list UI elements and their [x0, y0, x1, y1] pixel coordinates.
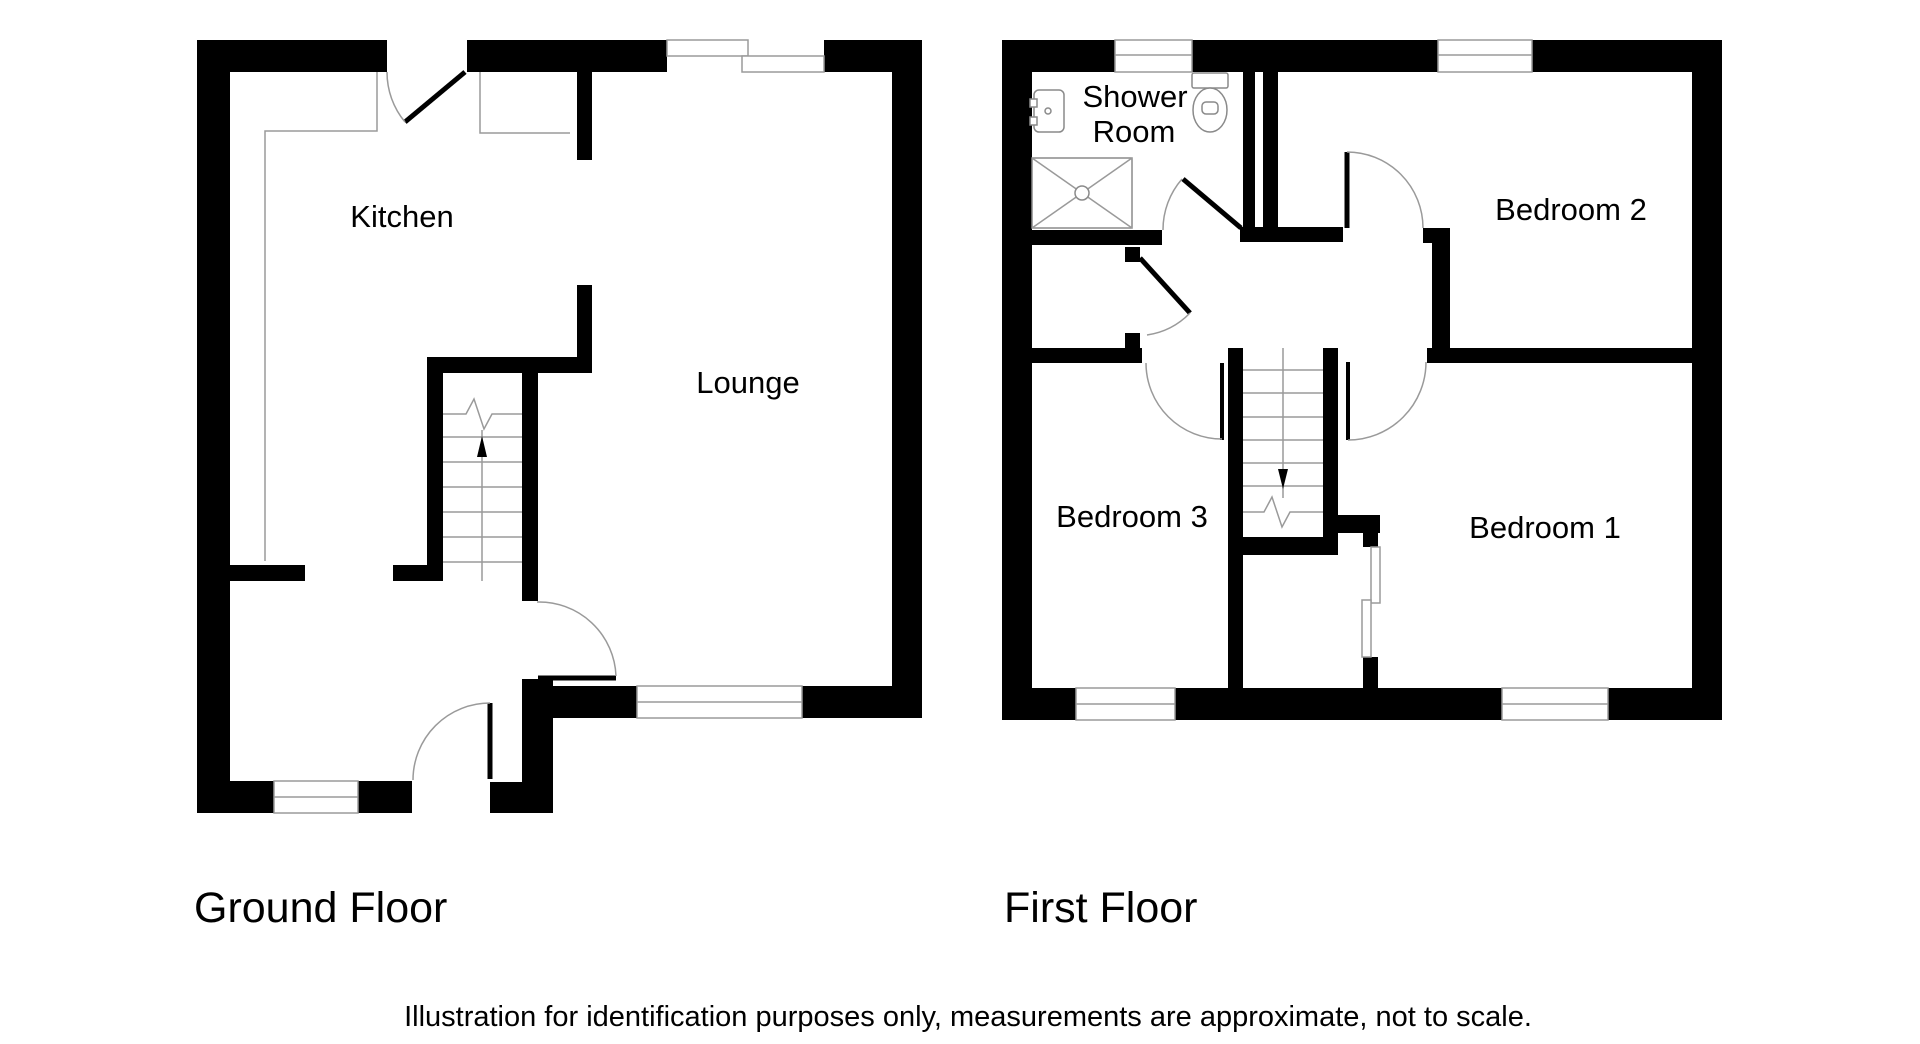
- wall-segment: [577, 72, 592, 160]
- shower-room-label-line1: Shower: [1082, 79, 1187, 114]
- lounge-label: Lounge: [696, 365, 799, 400]
- wall-segment: [1532, 40, 1722, 72]
- wall-segment: [427, 357, 592, 373]
- wall-segment: [1002, 40, 1032, 720]
- ground-floor-doors: [386, 70, 617, 781]
- stair-break-symbol: [1243, 495, 1323, 529]
- ground-floor-windows: [273, 39, 825, 814]
- window: [666, 39, 749, 57]
- wall-segment: [1363, 533, 1378, 547]
- door-swing-arc: [1162, 178, 1183, 231]
- ground-floor-title: Ground Floor: [194, 884, 447, 932]
- stair-up-arrow: [477, 436, 487, 457]
- wall-segment: [1243, 72, 1255, 230]
- wall-segment: [490, 782, 553, 813]
- window: [1114, 39, 1193, 73]
- wall-segment: [1427, 348, 1692, 363]
- door-swing-arc: [412, 702, 491, 781]
- shower-tray-icon: [1031, 157, 1133, 229]
- first-floor-plan: Shower Room Bedroom 2 Bedroom 3 Bedroom …: [1002, 39, 1722, 721]
- wall-segment: [1192, 40, 1438, 72]
- disclaimer-text: Illustration for identification purposes…: [404, 1001, 1532, 1033]
- stair-break-symbol: [443, 397, 522, 431]
- kitchen-counter-outline: [264, 72, 570, 561]
- wall-segment: [1032, 348, 1142, 363]
- wall-segment: [522, 373, 538, 601]
- bedroom-3-label: Bedroom 3: [1056, 499, 1208, 534]
- wall-segment: [197, 40, 387, 72]
- kitchen-label: Kitchen: [350, 199, 453, 234]
- wall-segment: [1338, 515, 1380, 533]
- wall-segment: [1263, 72, 1278, 230]
- wall-segment: [393, 565, 443, 581]
- door-leaf: [1181, 177, 1243, 230]
- wall-segment: [1323, 348, 1338, 540]
- wall-segment: [1228, 348, 1243, 688]
- wall-segment: [1243, 537, 1338, 555]
- shower-room-label-line2: Room: [1093, 114, 1176, 149]
- counter-line: [264, 72, 378, 561]
- internal-window: [1361, 599, 1372, 658]
- wall-segment: [892, 40, 922, 718]
- wall-segment: [1432, 243, 1450, 348]
- wall-segment: [1175, 688, 1502, 720]
- door-swing-arc: [1347, 361, 1427, 441]
- wall-segment: [522, 679, 553, 782]
- wall-segment: [1608, 688, 1722, 720]
- ground-floor-stairs: [443, 397, 522, 581]
- door-leaf: [1138, 256, 1192, 315]
- door-swing-arc: [1145, 362, 1223, 440]
- wall-segment: [1692, 40, 1722, 720]
- wall-segment: [1002, 40, 1115, 72]
- wall-segment: [577, 285, 592, 357]
- shower-room-fixtures: [1029, 72, 1229, 229]
- ground-floor-walls: [197, 40, 922, 813]
- sink-icon: [1029, 89, 1065, 133]
- toilet-icon: [1191, 72, 1229, 133]
- first-floor-windows: [1075, 39, 1609, 721]
- counter-line: [479, 72, 570, 134]
- stair-down-arrow: [1278, 469, 1288, 489]
- wall-segment: [467, 40, 667, 72]
- wall-segment: [1002, 688, 1076, 720]
- window: [741, 55, 825, 73]
- door-swing-arc: [1146, 312, 1191, 336]
- door-swing-arc: [536, 601, 617, 677]
- door-swing-arc: [1346, 151, 1424, 229]
- wall-segment: [802, 686, 922, 718]
- wall-segment: [1423, 228, 1450, 243]
- wall-segment: [1363, 657, 1378, 688]
- wall-segment: [1125, 333, 1140, 348]
- wall-segment: [358, 781, 412, 813]
- wall-segment: [197, 40, 230, 813]
- first-floor-title: First Floor: [1004, 884, 1198, 932]
- wall-segment: [1032, 230, 1162, 245]
- ground-floor-plan: Kitchen Lounge: [197, 39, 922, 814]
- internal-window: [1370, 546, 1381, 604]
- wall-segment: [427, 373, 443, 565]
- first-floor-stairs: [1243, 348, 1323, 529]
- first-floor-walls: [1002, 40, 1722, 720]
- wall-segment: [1240, 227, 1343, 242]
- bedroom-1-label: Bedroom 1: [1469, 510, 1621, 545]
- bedroom-2-label: Bedroom 2: [1495, 192, 1647, 227]
- wall-segment: [230, 565, 305, 581]
- door-swing-arc: [386, 71, 406, 123]
- window: [1437, 39, 1533, 73]
- wall-segment: [197, 781, 274, 813]
- door-leaf: [403, 70, 467, 124]
- wall-segment: [1125, 247, 1140, 262]
- first-floor-doors: [1138, 151, 1427, 441]
